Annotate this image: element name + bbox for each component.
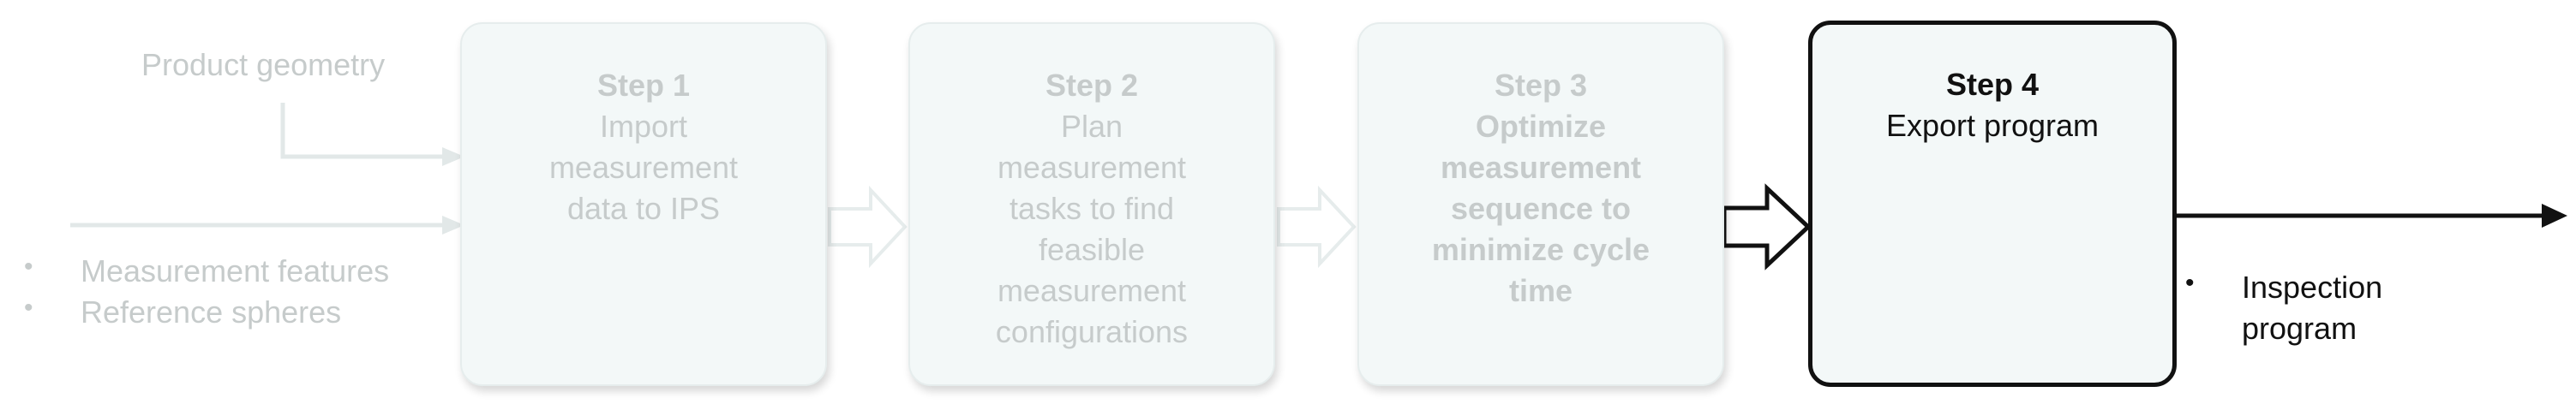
bullet-dot: • [24, 294, 33, 322]
product-geometry-label: Product geometry [141, 47, 386, 82]
step-description: Optimize measurement sequence to minimiz… [1431, 109, 1650, 308]
measurement-features-label: Measurement features [81, 253, 390, 288]
features-input-arrowhead [442, 216, 464, 235]
step-description: Export program [1885, 108, 2100, 143]
step-1-box: Step 1 Import measurement data to IPS [460, 22, 827, 386]
product-geometry-arrowhead [442, 147, 464, 166]
step-title: Step 3 [1494, 68, 1588, 103]
bullet-dot: • [24, 253, 33, 281]
step-2-box: Step 2 Plan measurement tasks to find fe… [908, 22, 1275, 386]
output-arrowhead [2542, 204, 2567, 228]
product-geometry-connector [280, 103, 452, 159]
block-arrow-step1-step2 [828, 185, 908, 269]
bullet-dot: • [2185, 269, 2195, 297]
inspection-program-label: Inspection program [2242, 270, 2383, 346]
step-title: Step 1 [596, 68, 691, 103]
block-arrow-step3-step4 [1722, 183, 1812, 270]
step-4-box: Step 4 Export program [1808, 21, 2177, 387]
step-description: Plan measurement tasks to find feasible … [995, 109, 1189, 349]
reference-spheres-label: Reference spheres [81, 294, 342, 330]
block-arrow-step2-step3 [1277, 185, 1357, 269]
step-title: Step 2 [1045, 68, 1139, 103]
step-description: Import measurement data to IPS [548, 109, 739, 226]
step-title: Step 4 [1945, 67, 2040, 102]
step-3-box: Step 3 Optimize measurement sequence to … [1357, 22, 1724, 386]
